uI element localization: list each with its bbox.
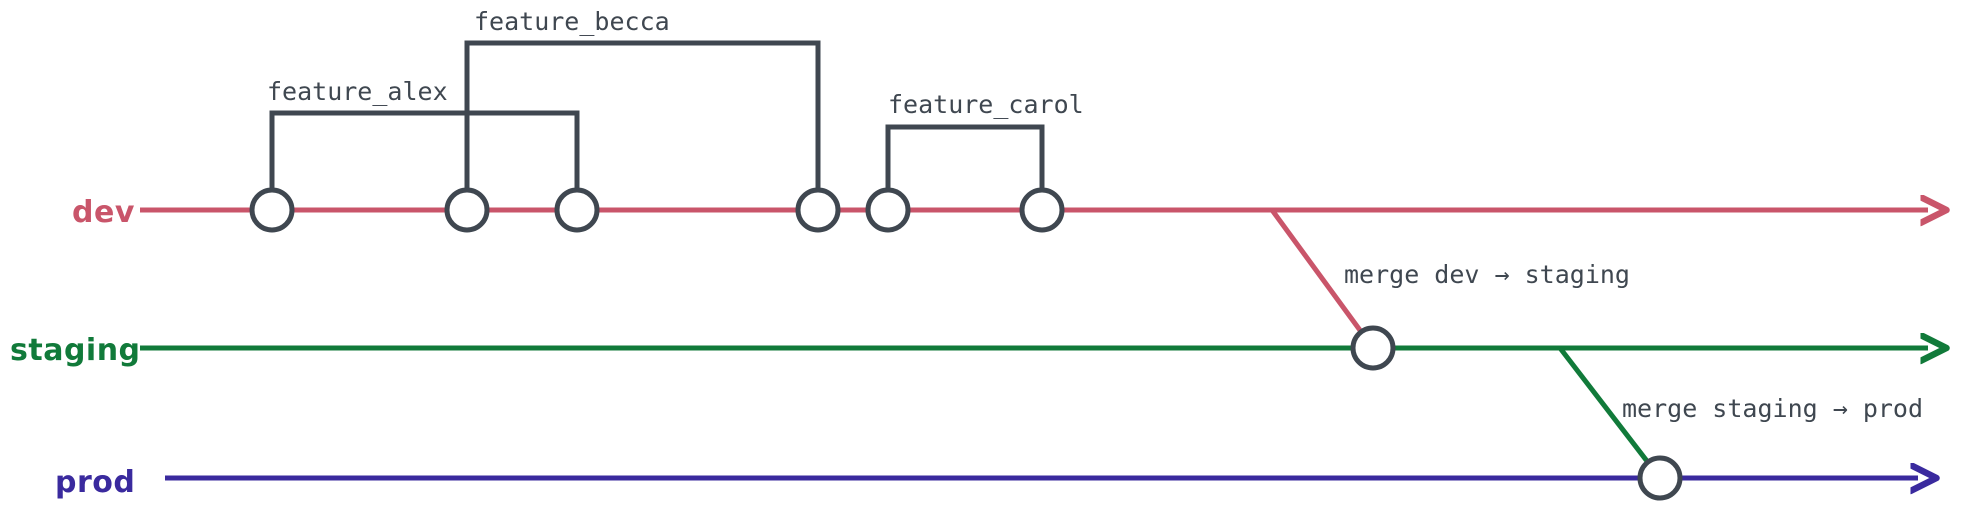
feature-label-feature-becca: feature_becca [474, 7, 670, 36]
merge-commit-node-prod[interactable] [1637, 455, 1683, 501]
branch-lines [140, 210, 1928, 478]
commit-node[interactable] [795, 187, 841, 233]
commit-node[interactable] [444, 187, 490, 233]
commit-node[interactable] [1019, 187, 1065, 233]
commit-node[interactable] [865, 187, 911, 233]
merge-commit-nodes [1350, 325, 1683, 501]
feature-bracket-feature-carol[interactable] [885, 124, 1045, 195]
feature-bracket-feature-becca[interactable] [464, 40, 821, 195]
merge-label-staging-to-prod: merge staging → prod [1622, 394, 1923, 423]
branch-label-staging: staging [10, 333, 141, 368]
feature-brackets [269, 40, 1045, 195]
commit-node[interactable] [554, 187, 600, 233]
feature-bracket-feature-alex[interactable] [269, 110, 580, 195]
merge-labels: merge dev → staging merge staging → prod [1344, 260, 1923, 423]
merge-line-dev-to-staging[interactable] [1269, 208, 1376, 350]
branch-name-labels: dev staging prod [10, 195, 141, 500]
feature-branch-labels: feature_alex feature_becca feature_carol [267, 7, 1084, 119]
feature-label-feature-carol: feature_carol [888, 90, 1084, 119]
branch-label-prod: prod [55, 465, 135, 500]
merge-label-dev-to-staging: merge dev → staging [1344, 260, 1630, 289]
merge-connectors [1269, 208, 1662, 480]
merge-line-staging-to-prod[interactable] [1558, 346, 1662, 480]
commit-node[interactable] [249, 187, 295, 233]
commit-nodes-dev [249, 187, 1065, 233]
branch-label-dev: dev [72, 195, 135, 230]
merge-commit-node-staging[interactable] [1350, 325, 1396, 371]
feature-label-feature-alex: feature_alex [267, 77, 448, 106]
